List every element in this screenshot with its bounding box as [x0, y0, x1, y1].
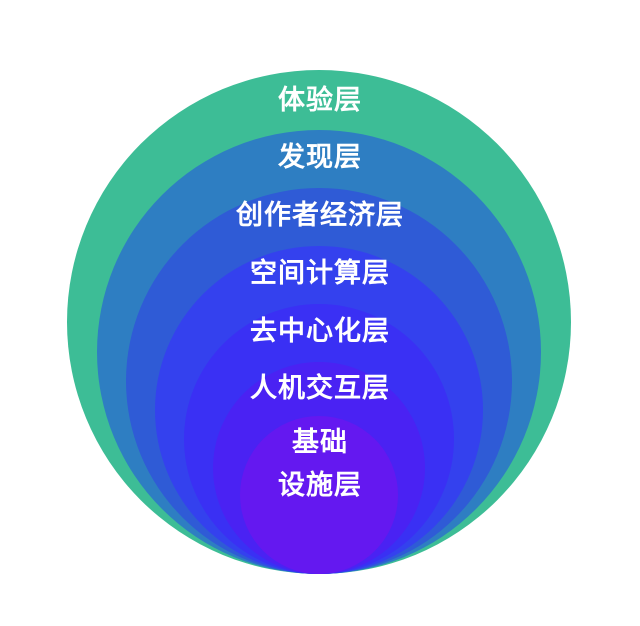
layer-label-experience: 体验层	[278, 85, 362, 116]
layer-label-discovery: 发现层	[278, 142, 362, 173]
layer-label-infrastructure-line2: 设施层	[278, 470, 362, 501]
layer-label-creator-economy: 创作者经济层	[236, 200, 404, 231]
layer-label-decentralization: 去中心化层	[250, 316, 390, 347]
layer-label-human-interface: 人机交互层	[250, 373, 390, 404]
layer-circle-infrastructure	[240, 416, 398, 574]
layer-label-spatial-computing: 空间计算层	[250, 258, 390, 289]
layer-label-infrastructure-line1: 基础	[292, 427, 348, 458]
